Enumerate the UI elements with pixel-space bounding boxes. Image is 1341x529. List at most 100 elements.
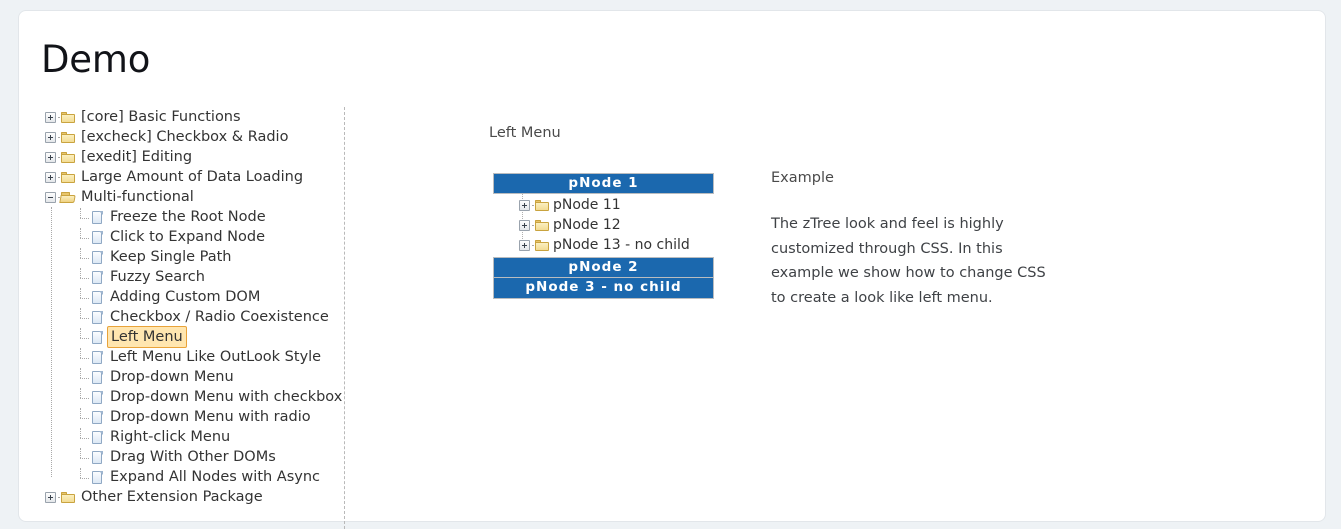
tree-node-drop-down-menu-with-checkbox[interactable]: Drop-down Menu with checkbox [72,387,342,407]
center-heading: Left Menu [489,125,561,141]
tree-node-label: Multi-functional [81,189,194,205]
page-title: Demo [41,38,151,81]
tree-connector-line [72,268,89,285]
tree-connector-line [72,208,89,225]
expand-plus-icon[interactable] [43,129,62,145]
folder-closed-icon [60,109,76,125]
expand-plus-icon[interactable] [43,489,62,505]
tree-node-label: Left Menu Like OutLook Style [110,349,322,365]
tree-connector-line [72,448,89,465]
file-icon [89,249,105,265]
tree-node-checkbox-radio-coexistence[interactable]: Checkbox / Radio Coexistence [72,307,329,327]
tree-node-multi-functional[interactable]: Multi-functional [43,187,326,207]
tree-node-label: [exedit] Editing [81,149,193,165]
tree-node-right-click-menu[interactable]: Right-click Menu [72,427,326,447]
tree-node-label: Drop-down Menu with radio [110,409,311,425]
left-menu-demo-tree[interactable]: pNode 1 pNode 11 pNode 12 pNode 13 - no ch… [493,173,714,299]
file-icon [89,369,105,385]
tree-node-label: Freeze the Root Node [110,209,266,225]
tree-node-expand-all-nodes-with-async[interactable]: Expand All Nodes with Async [72,467,326,487]
menu-child-label: pNode 12 [553,217,621,233]
tree-node-drag-with-other-doms[interactable]: Drag With Other DOMs [72,447,326,467]
collapse-minus-icon[interactable] [43,189,62,205]
tree-node-exedit-editing[interactable]: [exedit] Editing [43,147,326,167]
expand-plus-icon[interactable] [43,169,62,185]
tree-connector-line [72,408,89,425]
page-card: Demo [core] Basic Functions [excheck] Che… [18,10,1326,529]
menu-parent-node-3[interactable]: pNode 3 - no child [493,278,714,299]
tree-node-label: Adding Custom DOM [110,289,261,305]
menu-children-list: pNode 11 pNode 12 pNode 13 - no child [493,194,714,257]
file-icon [89,309,105,325]
file-icon [89,289,105,305]
file-icon [89,429,105,445]
menu-child-label: pNode 11 [553,197,621,213]
folder-closed-icon [534,217,550,233]
tree-node-label: Drop-down Menu with checkbox [110,389,343,405]
tree-node-left-menu[interactable]: Left Menu [72,326,326,348]
tree-connector-line [72,348,89,365]
file-icon [89,409,105,425]
tree-connector-line [72,248,89,265]
tree-node-other-extension-package[interactable]: Other Extension Package [43,487,326,507]
folder-closed-icon [60,489,76,505]
file-icon [89,269,105,285]
tree-node-left-menu-like-outlook-style[interactable]: Left Menu Like OutLook Style [72,347,326,367]
menu-child-node[interactable]: pNode 12 [493,215,714,235]
tree-node-label: Click to Expand Node [110,229,266,245]
vertical-divider [344,107,345,529]
folder-closed-icon [534,197,550,213]
tree-node-label: Drop-down Menu [110,369,234,385]
file-icon [89,229,105,245]
tree-connector-line [72,428,89,445]
example-heading: Example [771,170,834,186]
tree-connector-line [72,308,89,325]
tree-node-excheck-checkbox-radio[interactable]: [excheck] Checkbox & Radio [43,127,326,147]
file-icon [89,469,105,485]
file-icon [89,449,105,465]
tree-node-label: [core] Basic Functions [81,109,241,125]
tree-node-drop-down-menu[interactable]: Drop-down Menu [72,367,326,387]
example-description-column: Example The zTree look and feel is highl… [771,170,1061,310]
tree-connector-line [72,328,89,345]
tree-connector-line [72,388,89,405]
tree-node-core-basic-functions[interactable]: [core] Basic Functions [43,107,326,127]
file-icon [89,349,105,365]
tree-node-drop-down-menu-with-radio[interactable]: Drop-down Menu with radio [72,407,326,427]
tree-node-keep-single-path[interactable]: Keep Single Path [72,247,326,267]
tree-node-label: Other Extension Package [81,489,263,505]
tree-node-label: Large Amount of Data Loading [81,169,304,185]
expand-plus-icon[interactable] [517,217,536,233]
menu-child-node[interactable]: pNode 11 [493,195,714,215]
tree-connector-line [72,228,89,245]
expand-plus-icon[interactable] [43,149,62,165]
file-icon [89,389,105,405]
demo-navigation-tree[interactable]: [core] Basic Functions [excheck] Checkbox… [43,107,342,507]
tree-node-label: Fuzzy Search [110,269,205,285]
menu-parent-node-1[interactable]: pNode 1 [493,173,714,194]
tree-node-fuzzy-search[interactable]: Fuzzy Search [72,267,326,287]
tree-node-freeze-the-root-node[interactable]: Freeze the Root Node [72,207,326,227]
tree-connector-line [72,468,89,485]
tree-node-label: Expand All Nodes with Async [110,469,321,485]
tree-node-label: Drag With Other DOMs [110,449,276,465]
tree-node-click-to-expand-node[interactable]: Click to Expand Node [72,227,326,247]
tree-node-label: Right-click Menu [110,429,231,445]
expand-plus-icon[interactable] [517,237,536,253]
menu-child-node[interactable]: pNode 13 - no child [493,235,714,255]
file-icon [89,329,105,345]
tree-node-large-amount-of-data-loading[interactable]: Large Amount of Data Loading [43,167,326,187]
expand-plus-icon[interactable] [517,197,536,213]
example-body-text: The zTree look and feel is highly custom… [771,216,1046,306]
folder-open-icon [59,189,76,205]
menu-parent-node-2[interactable]: pNode 2 [493,257,714,278]
menu-child-label: pNode 13 - no child [553,237,690,253]
tree-node-label: [excheck] Checkbox & Radio [81,129,289,145]
tree-connector-line [72,288,89,305]
expand-plus-icon[interactable] [43,109,62,125]
file-icon [89,209,105,225]
tree-node-label: Keep Single Path [110,249,232,265]
tree-node-adding-custom-dom[interactable]: Adding Custom DOM [72,287,326,307]
tree-connector-line [72,368,89,385]
